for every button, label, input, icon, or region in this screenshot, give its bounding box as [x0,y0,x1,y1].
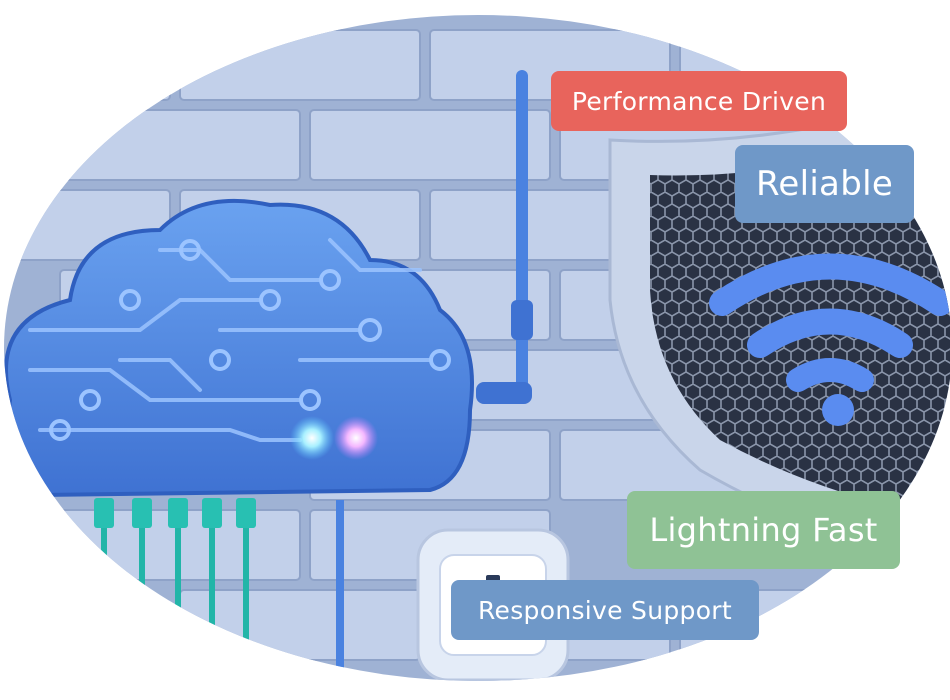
antenna-icon [476,70,533,404]
performance-driven-badge: Performance Driven [551,71,847,131]
reliable-badge: Reliable [735,145,914,223]
lightning-fast-badge: Lightning Fast [627,491,900,569]
cloud-circuit-router-icon [4,198,474,498]
ethernet-plugs [94,498,256,528]
responsive-support-badge: Responsive Support [451,580,759,640]
